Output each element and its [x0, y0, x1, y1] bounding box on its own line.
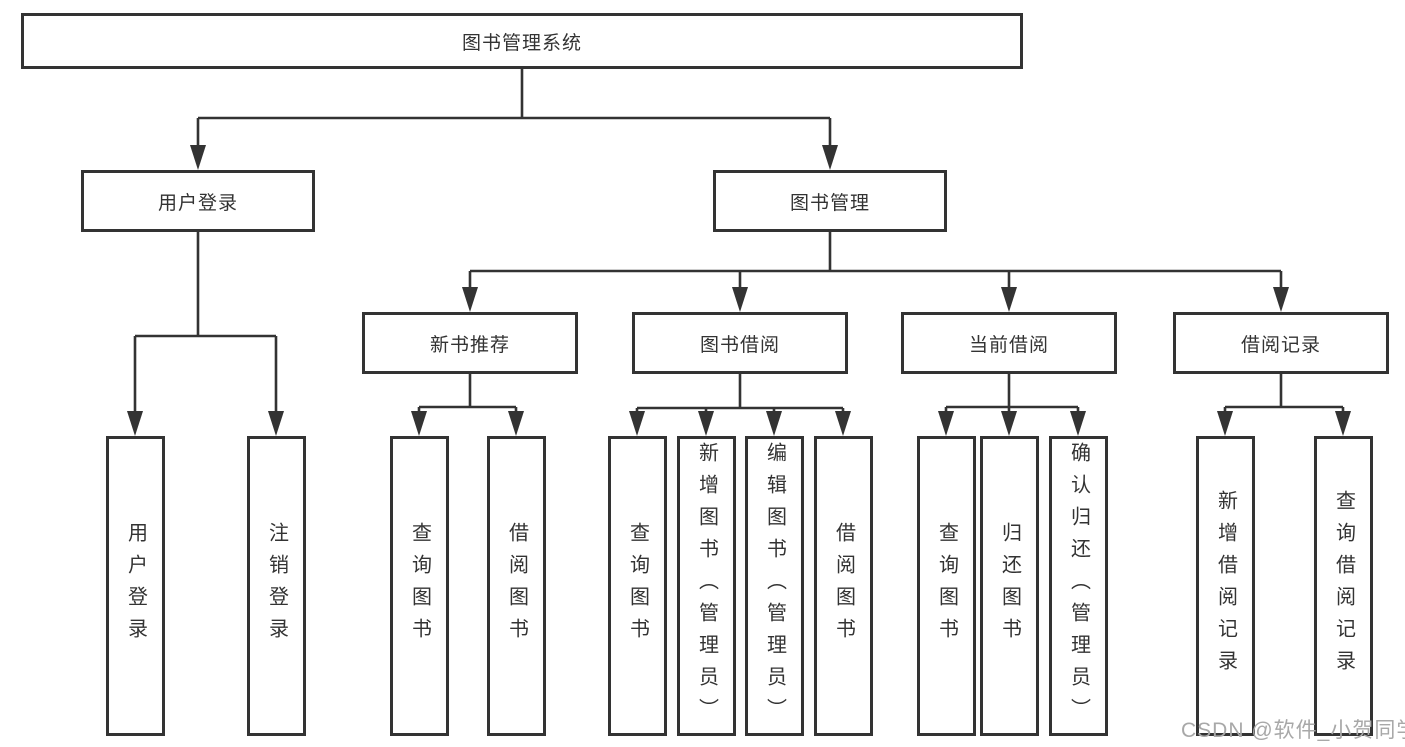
node-user-login: 用户登录 [81, 170, 315, 232]
node-new-book-recommend: 新书推荐 [362, 312, 578, 374]
node-library-management-system: 图书管理系统 [21, 13, 1023, 69]
node-label: 图书管理 [789, 192, 870, 214]
leaf-label: 借阅图书 [832, 522, 855, 650]
csdn-watermark: CSDN @软件_小贺同学 [1181, 719, 1405, 742]
leaf-label: 新增图书（管理员） [695, 442, 718, 730]
leaf-borrow-books-recommend: 借阅图书 [487, 436, 546, 736]
node-book-borrow: 图书借阅 [632, 312, 848, 374]
connector-borrow-records-to-leaves [1217, 374, 1351, 436]
node-label: 用户登录 [157, 192, 238, 214]
connector-user-login-to-leaves [127, 232, 284, 436]
leaf-borrow-books: 借阅图书 [814, 436, 873, 736]
leaf-user-login: 用户登录 [106, 436, 165, 736]
node-current-borrow: 当前借阅 [901, 312, 1117, 374]
leaf-query-books-current: 查询图书 [917, 436, 976, 736]
leaf-label: 查询图书 [626, 522, 649, 650]
node-label: 图书管理系统 [461, 32, 582, 54]
leaf-add-borrow-record: 新增借阅记录 [1196, 436, 1255, 736]
leaf-label: 查询图书 [935, 522, 958, 650]
connector-book-borrow-to-leaves [629, 374, 851, 436]
connector-current-borrow-to-leaves [938, 374, 1086, 436]
leaf-label: 借阅图书 [505, 522, 528, 650]
leaf-label: 编辑图书（管理员） [763, 442, 786, 730]
leaf-edit-books-admin: 编辑图书（管理员） [745, 436, 804, 736]
node-book-management: 图书管理 [713, 170, 947, 232]
leaf-confirm-return-admin: 确认归还（管理员） [1049, 436, 1108, 736]
connector-book-management-to-level2 [462, 232, 1289, 312]
node-label: 借阅记录 [1240, 334, 1321, 356]
leaf-query-borrow-record: 查询借阅记录 [1314, 436, 1373, 736]
leaf-return-books: 归还图书 [980, 436, 1039, 736]
connector-root-to-level1 [190, 69, 838, 170]
leaf-label: 新增借阅记录 [1214, 490, 1237, 682]
node-label: 图书借阅 [699, 334, 780, 356]
leaf-query-books-borrow: 查询图书 [608, 436, 667, 736]
node-borrow-records: 借阅记录 [1173, 312, 1389, 374]
leaf-logout: 注销登录 [247, 436, 306, 736]
leaf-label: 归还图书 [998, 522, 1021, 650]
node-label: 当前借阅 [968, 334, 1049, 356]
leaf-label: 查询借阅记录 [1332, 490, 1355, 682]
connector-new-book-to-leaves [411, 374, 524, 436]
leaf-label: 查询图书 [408, 522, 431, 650]
leaf-label: 用户登录 [124, 522, 147, 650]
leaf-label: 确认归还（管理员） [1067, 442, 1090, 730]
leaf-add-books-admin: 新增图书（管理员） [677, 436, 736, 736]
leaf-query-books-recommend: 查询图书 [390, 436, 449, 736]
node-label: 新书推荐 [429, 334, 510, 356]
leaf-label: 注销登录 [265, 522, 288, 650]
